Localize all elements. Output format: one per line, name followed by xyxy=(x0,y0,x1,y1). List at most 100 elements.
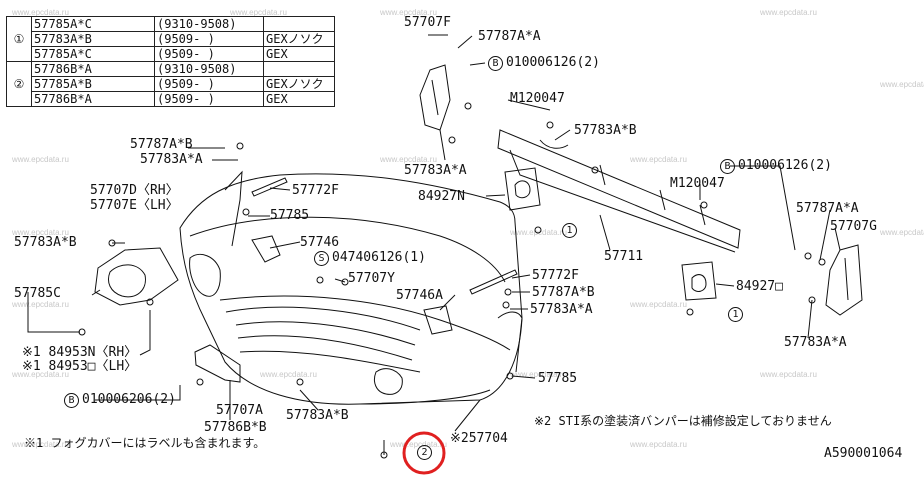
strip-57772f-left xyxy=(251,177,288,197)
part-cell: 57785A*B xyxy=(31,76,155,92)
watermark: www.epcdata.ru xyxy=(380,155,437,164)
fog-lamp-right xyxy=(373,368,403,395)
watermark: www.epcdata.ru xyxy=(12,8,69,17)
table-row: 57786B*A (9509- ) GEX xyxy=(7,91,335,107)
callout-57786b-b: 57786B*B xyxy=(204,420,267,435)
table-row: ① 57785A*C (9310-9508) xyxy=(6,16,335,62)
bumper-inner-line xyxy=(219,295,511,351)
part-cell: 57786B*A xyxy=(31,91,155,107)
watermark: www.epcdata.ru xyxy=(880,228,924,237)
table-row: 57785A*B (9509- ) GEXノソク xyxy=(7,76,335,92)
callout-57746a: 57746A xyxy=(396,288,443,303)
ref-circle-1: 1 xyxy=(562,223,577,238)
callout-m120047: M120047 xyxy=(510,91,565,106)
screw-marker-s: S xyxy=(314,251,329,266)
flap-57746 xyxy=(251,235,281,263)
bumper-right-corner xyxy=(497,311,523,373)
note-cell: GEX xyxy=(263,91,335,107)
bolt-marker-b: B xyxy=(488,56,503,71)
bolt-marker-b-right: B xyxy=(720,159,735,174)
callout-57787a-b: 57787A*B xyxy=(130,137,193,152)
callout-84927o: 84927□ xyxy=(736,279,783,294)
callout-57707d: 57707D〈RH〉 xyxy=(90,183,179,198)
ref-circle-1: 1 xyxy=(728,307,743,322)
bumper-grille-line xyxy=(235,321,416,346)
watermark: www.epcdata.ru xyxy=(12,155,69,164)
callout-57783a-b-left: 57783A*B xyxy=(14,235,77,250)
watermark: www.epcdata.ru xyxy=(12,370,69,379)
callout-257704: ※257704 xyxy=(450,431,508,446)
callout-57746: 57746 xyxy=(300,235,340,250)
callout-m120047-b: M120047 xyxy=(670,176,725,191)
watermark: www.epcdata.ru xyxy=(630,155,687,164)
table-row: 57785A*C (9509- ) GEX xyxy=(7,46,335,62)
callout-57707g: 57707G xyxy=(830,219,877,234)
parts-reference-table: ① 57785A*C (9310-9508) 57783A*B (9509- )… xyxy=(6,16,335,107)
watermark: www.epcdata.ru xyxy=(760,370,817,379)
watermark: www.epcdata.ru xyxy=(880,80,924,89)
note-cell: GEXノソク xyxy=(263,31,335,47)
ref-circle-2: 2 xyxy=(417,445,432,460)
bracket-57786b xyxy=(194,344,241,383)
strip-57772f-right xyxy=(469,269,518,295)
watermark: www.epcdata.ru xyxy=(390,440,447,449)
fog-lamp-left xyxy=(189,254,221,297)
table-row: ② 57786B*A (9310-9508) xyxy=(6,61,335,107)
watermark: www.epcdata.ru xyxy=(630,440,687,449)
bracket-84927n xyxy=(504,167,541,211)
callout-57783a-a: 57783A*A xyxy=(140,152,203,167)
callout-57787a-a-right: 57787A*A xyxy=(796,201,859,216)
bumper-outline xyxy=(179,173,523,405)
note-cell: GEXノソク xyxy=(263,76,335,92)
watermark: www.epcdata.ru xyxy=(12,228,69,237)
date-cell: (9509- ) xyxy=(154,76,264,92)
callout-57707f: 57707F xyxy=(404,15,451,30)
flap-57746a xyxy=(423,305,453,335)
bumper-upper-edge xyxy=(189,216,506,283)
reinforcement-bar xyxy=(497,129,741,249)
bumper-grille-bottom xyxy=(239,350,421,373)
bumper-lower-lip xyxy=(359,389,491,405)
bracket-84927o xyxy=(681,261,717,301)
group-cell: ① xyxy=(6,16,32,62)
callout-57785c: 57785C xyxy=(14,286,61,301)
footnote-1: ※1 フォグカバーにはラベルも含まれます。 xyxy=(24,436,266,450)
callout-84953o: ※1 84953□〈LH〉 xyxy=(22,359,138,374)
watermark: www.epcdata.ru xyxy=(12,300,69,309)
callout-010006126: 010006126(2) xyxy=(506,55,600,70)
callout-57783a-a-mid: 57783A*A xyxy=(530,302,593,317)
callout-010006206: 010006206(2) xyxy=(82,392,176,407)
watermark: www.epcdata.ru xyxy=(12,440,69,449)
part-cell: 57785A*C xyxy=(31,46,155,62)
callout-57711: 57711 xyxy=(604,249,644,264)
callout-57772f: 57772F xyxy=(292,183,339,198)
bumper-grille-top xyxy=(225,306,421,331)
watermark: www.epcdata.ru xyxy=(630,300,687,309)
diagram-id: A590001064 xyxy=(824,446,903,461)
fog-cover-bracket xyxy=(94,247,179,306)
highlight-circle xyxy=(402,431,446,475)
callout-57787a-b-mid: 57787A*B xyxy=(532,285,595,300)
callout-84953n: ※1 84953N〈RH〉 xyxy=(22,345,138,360)
callout-57707y: 57707Y xyxy=(348,271,395,286)
callout-57783a-a-mid2: 57783A*A xyxy=(404,163,467,178)
watermark: www.epcdata.ru xyxy=(510,370,567,379)
callout-57772f-b: 57772F xyxy=(532,268,579,283)
callout-010006126-right: 010006126(2) xyxy=(738,158,832,173)
callout-57785-b: 57785 xyxy=(538,371,578,386)
callout-84927n: 84927N xyxy=(418,189,465,204)
callout-57783a-b-bottom: 57783A*B xyxy=(286,408,349,423)
callout-57783a-b: 57783A*B xyxy=(574,123,637,138)
bumper-grille-line xyxy=(237,335,413,361)
callout-57785: 57785 xyxy=(270,208,310,223)
watermark: www.epcdata.ru xyxy=(380,8,437,17)
watermark: www.epcdata.ru xyxy=(260,370,317,379)
date-cell: (9509- ) xyxy=(154,91,264,107)
callout-57707e: 57707E〈LH〉 xyxy=(90,198,179,213)
watermark: www.epcdata.ru xyxy=(760,8,817,17)
side-bracket-57707g xyxy=(825,244,863,316)
bolt-marker-b-left: B xyxy=(64,393,79,408)
part-cell: 57786B*A xyxy=(31,61,155,77)
